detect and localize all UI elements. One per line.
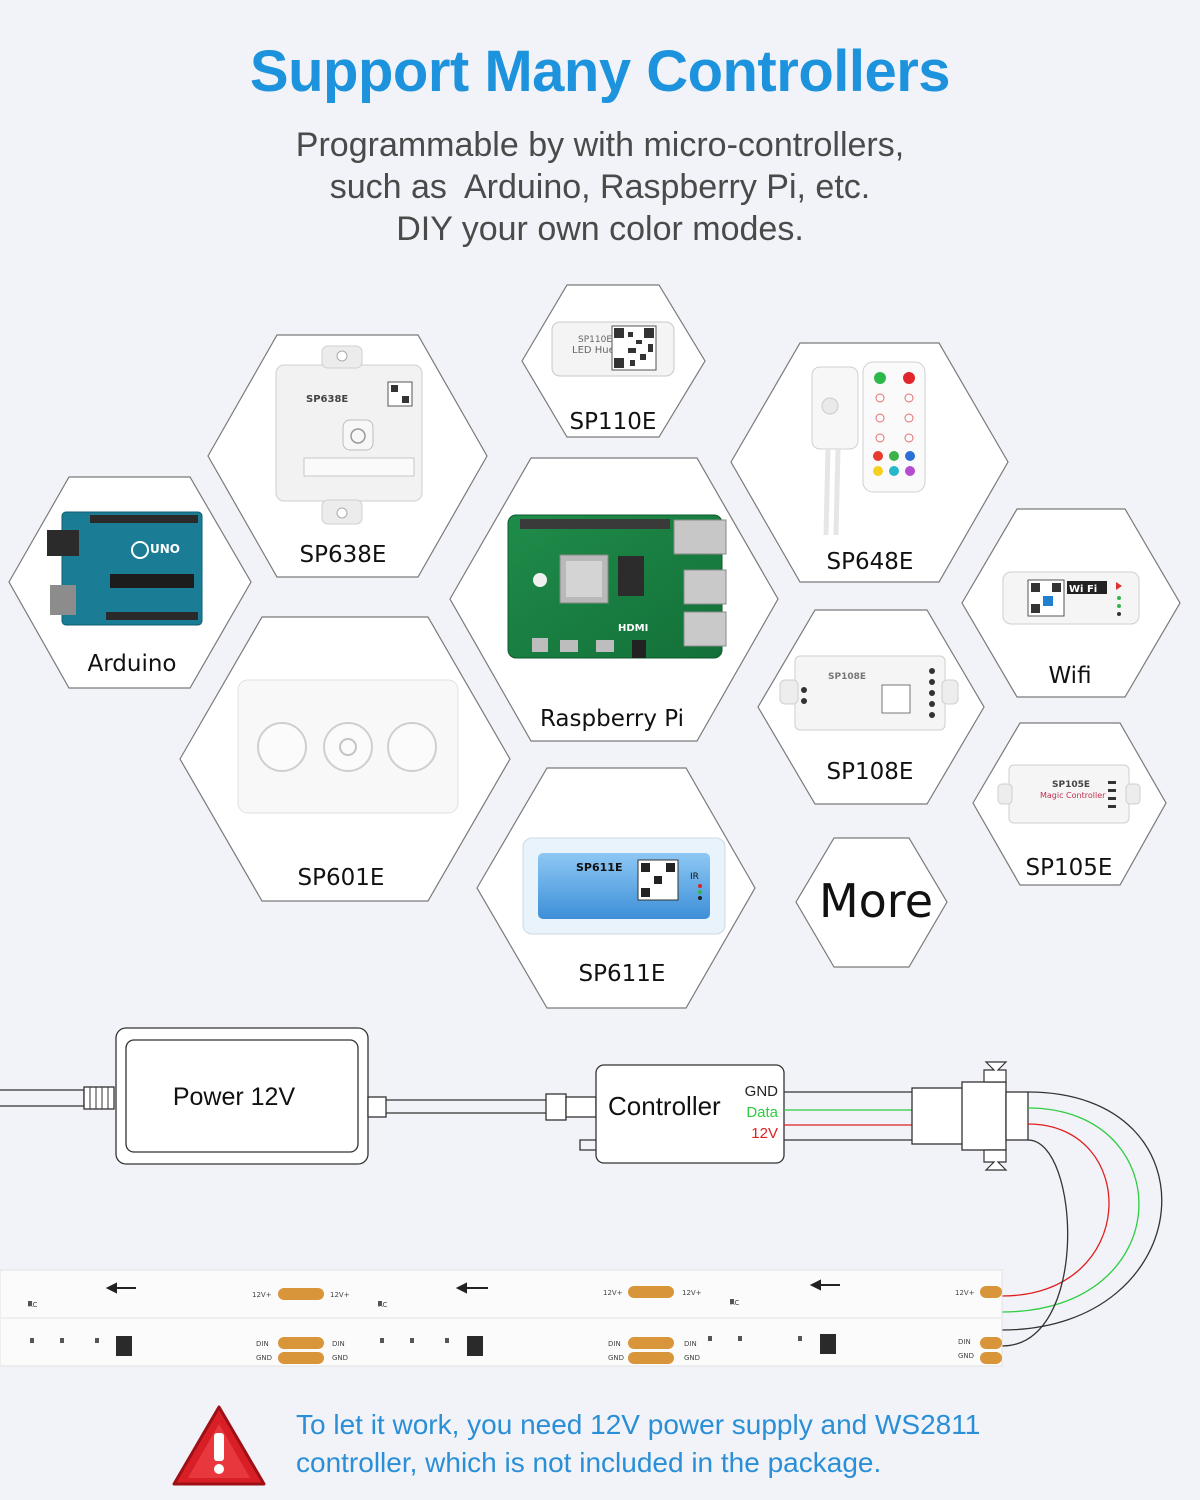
- wifi-device-image: Wi Fi: [1002, 571, 1140, 625]
- subtitle-line-3: DIY your own color modes.: [396, 210, 804, 248]
- sp108e-device-text: SP108E: [828, 672, 866, 682]
- data-label: Data: [746, 1104, 778, 1121]
- label-sp105e: SP105E: [1026, 855, 1113, 881]
- strip-12v-3: 12V+: [603, 1289, 623, 1297]
- sp105e-device-image: SP105E Magic Controller: [997, 764, 1141, 824]
- strip-gnd-1: GND: [256, 1354, 272, 1362]
- wifi-device-text: Wi Fi: [1069, 584, 1097, 595]
- hex-more: [795, 837, 948, 968]
- warning-text: To let it work, you need 12V power suppl…: [296, 1406, 1176, 1482]
- strip-rc-2: RC: [378, 1301, 388, 1309]
- label-arduino: Arduino: [87, 651, 176, 677]
- sp611e-device-text: SP611E: [576, 861, 622, 874]
- v12-label: 12V: [751, 1125, 778, 1142]
- sp110e-device-text: SP110E: [578, 335, 612, 345]
- sp110e-device-image: SP110E LED Hue: [551, 321, 675, 377]
- strip-din-4: DIN: [684, 1340, 697, 1348]
- warning-triangle-icon: [172, 1405, 266, 1486]
- sp611e-device-image: SP611E IR: [522, 837, 726, 935]
- strip-gnd-3: GND: [608, 1354, 624, 1362]
- label-sp611e: SP611E: [579, 961, 666, 987]
- sp110e-device-sub: LED Hue: [572, 345, 615, 356]
- power-supply-box: [115, 1027, 369, 1165]
- raspberry-pi-board-image: HDMI: [507, 514, 727, 659]
- strip-din-5: DIN: [958, 1338, 971, 1346]
- strip-din-1: DIN: [256, 1340, 269, 1348]
- label-more: More: [819, 874, 933, 928]
- subtitle-line-2: such as Arduino, Raspberry Pi, etc.: [329, 168, 871, 206]
- label-raspberry-pi: Raspberry Pi: [540, 706, 684, 732]
- sp108e-device-image: SP108E: [779, 655, 959, 731]
- sp638e-device-text: SP638E: [306, 394, 348, 405]
- strip-din-2: DIN: [332, 1340, 345, 1348]
- arduino-board-text: UNO: [150, 542, 180, 556]
- arduino-board-image: UNO: [47, 511, 203, 626]
- power-label: Power 12V: [173, 1083, 296, 1111]
- strip-gnd-4: GND: [684, 1354, 700, 1362]
- strip-12v-4: 12V+: [682, 1289, 702, 1297]
- subtitle-line-1: Programmable by with micro-controllers,: [295, 126, 905, 164]
- strip-gnd-5: GND: [958, 1352, 974, 1360]
- led-strip: 12V+ 12V+ 12V+ 12V+ 12V+ DIN DIN DIN DIN…: [0, 1269, 1003, 1367]
- subtitle: Programmable by with micro-controllers, …: [0, 124, 1200, 250]
- strip-rc-3: RC: [730, 1299, 740, 1307]
- sp648e-device-image: [811, 361, 926, 536]
- sp601e-device-image: [237, 679, 459, 814]
- label-sp638e: SP638E: [300, 542, 387, 568]
- sp638e-device-image: SP638E: [275, 345, 423, 525]
- label-sp601e: SP601E: [298, 865, 385, 891]
- label-sp648e: SP648E: [827, 549, 914, 575]
- strip-12v-2: 12V+: [330, 1291, 350, 1299]
- raspberry-pi-board-text: HDMI: [618, 623, 648, 634]
- strip-12v-5: 12V+: [955, 1289, 975, 1297]
- controller-label: Controller: [608, 1091, 721, 1121]
- warning-line-2: controller, which is not included in the…: [296, 1447, 882, 1478]
- page-title: Support Many Controllers: [249, 39, 951, 104]
- label-wifi: Wifi: [1048, 663, 1091, 689]
- sp105e-device-sub: Magic Controller: [1040, 791, 1106, 800]
- sp611e-ir-text: IR: [690, 872, 699, 882]
- strip-12v-1: 12V+: [252, 1291, 272, 1299]
- label-sp108e: SP108E: [827, 759, 914, 785]
- wiring-diagram: Power 12V Controller GND Data 12V: [0, 1027, 1163, 1347]
- strip-gnd-2: GND: [332, 1354, 348, 1362]
- strip-rc-1: RC: [28, 1301, 38, 1309]
- sp105e-device-text: SP105E: [1052, 780, 1090, 790]
- strip-din-3: DIN: [608, 1340, 621, 1348]
- label-sp110e: SP110E: [570, 409, 657, 435]
- gnd-label: GND: [745, 1083, 779, 1100]
- warning-line-1: To let it work, you need 12V power suppl…: [296, 1409, 981, 1440]
- controller-box: [595, 1064, 785, 1164]
